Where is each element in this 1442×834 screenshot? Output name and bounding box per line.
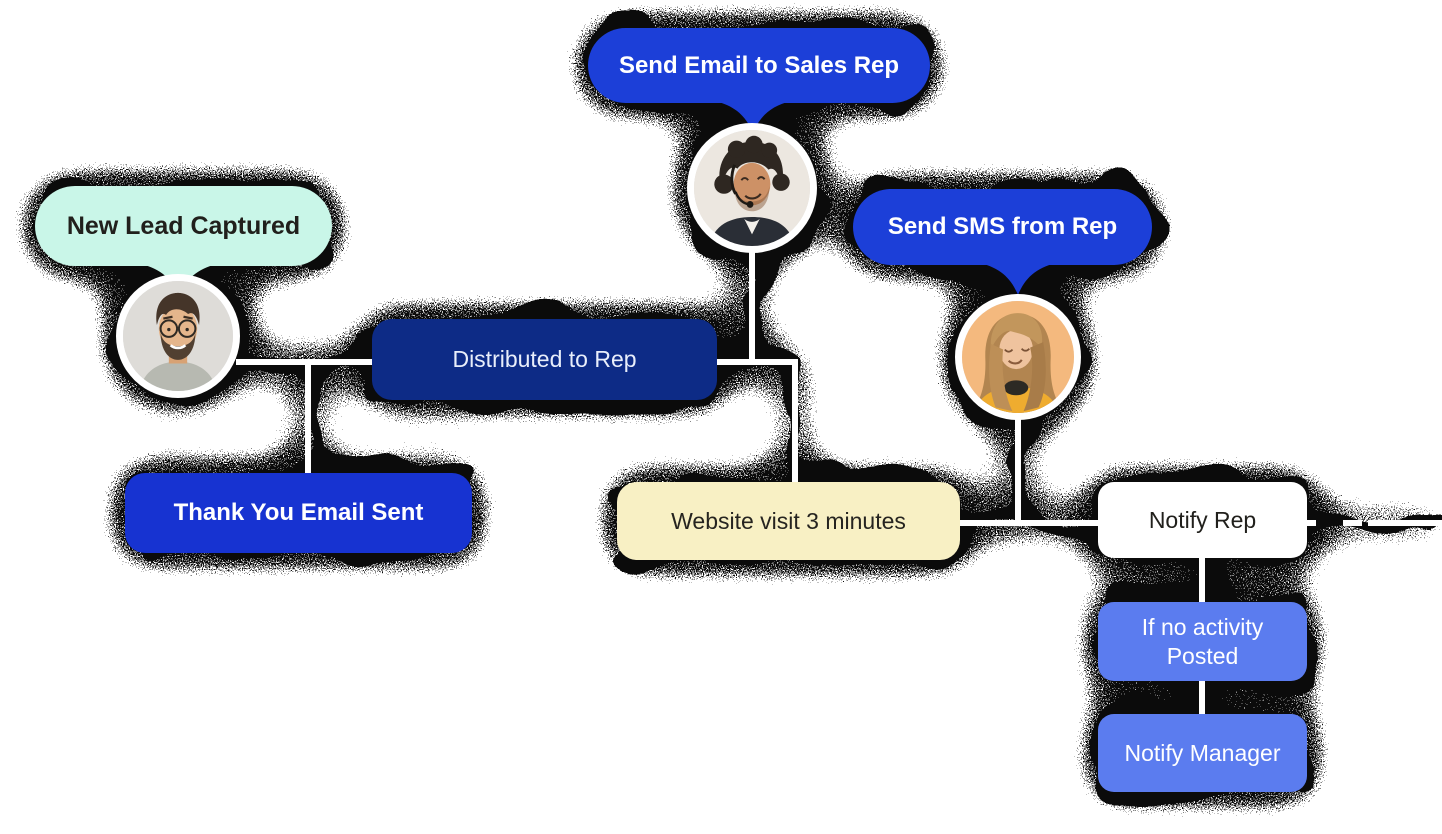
bubble-send-email-to-sales-rep: Send Email to Sales Rep [588, 28, 930, 133]
connector-down-to-website-visit [792, 362, 798, 484]
bubble-new-lead-captured: New Lead Captured [35, 186, 332, 296]
connector-dash-segment [1343, 520, 1362, 526]
node-website-label: Website visit 3 minutes [671, 507, 906, 534]
node-notify-manager-label: Notify Manager [1124, 739, 1281, 766]
node-thank-you-label: Thank You Email Sent [173, 499, 424, 526]
rep-woman-yellow-sweater-avatar [955, 294, 1081, 420]
node-notify-manager: Notify Manager [1098, 714, 1307, 792]
bubble-send-sms-label: Send SMS from Rep [887, 213, 1118, 240]
connector-dash-to-edge [1368, 520, 1442, 526]
connector-notify-rep-down [1199, 556, 1205, 604]
bubble-send-sms-from-rep: Send SMS from Rep [853, 189, 1152, 295]
connector-if-no-activity-down [1199, 679, 1205, 717]
bubble-send-email-label: Send Email to Sales Rep [618, 51, 900, 79]
lead-man-glasses-avatar [116, 274, 240, 398]
node-distributed-to-rep: Distributed to Rep [372, 319, 717, 400]
node-notify-rep: Notify Rep [1098, 482, 1307, 558]
node-distributed-label: Distributed to Rep [452, 346, 637, 373]
connector-dash-stub [1306, 520, 1316, 526]
bubble-new-lead-label: New Lead Captured [66, 211, 301, 240]
node-website-visit: Website visit 3 minutes [617, 482, 960, 560]
connector-rep-avatar-down [1015, 418, 1021, 524]
connector-website-to-notify-rep [958, 520, 1100, 526]
sales-rep-headset-avatar [687, 123, 817, 253]
node-notify-rep-label: Notify Rep [1148, 506, 1257, 533]
connector-distributed-right [715, 359, 798, 365]
node-if-no-activity-posted: If no activity Posted [1098, 602, 1307, 681]
node-thank-you-email-sent: Thank You Email Sent [125, 473, 472, 553]
bubble-tail-icon [980, 263, 1056, 295]
connector-headset-avatar-down [749, 246, 755, 362]
connector-down-to-thank-you [305, 362, 311, 475]
node-if-no-activity-label: If no activity Posted [1141, 613, 1264, 669]
bubble-tail-icon [715, 101, 791, 133]
